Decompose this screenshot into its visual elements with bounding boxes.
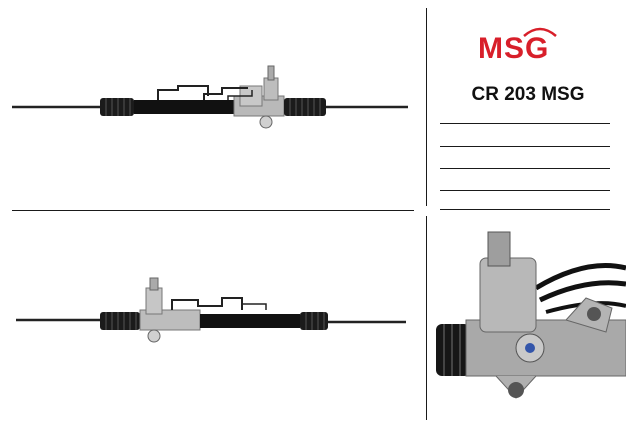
steering-valve-closeup <box>436 228 626 418</box>
spec-line <box>440 123 610 124</box>
horizontal-divider-left <box>12 210 414 211</box>
vertical-divider-bottom <box>426 216 427 420</box>
steering-rack-top-view <box>12 65 408 129</box>
spec-line <box>440 209 610 210</box>
steering-rack-bottom-view <box>16 277 406 343</box>
vertical-divider-top <box>426 8 427 206</box>
part-number: CR 203 MSG <box>471 84 585 105</box>
logo-text: MSG <box>478 32 550 65</box>
spec-line <box>440 168 610 169</box>
spec-line <box>440 190 610 191</box>
spec-line <box>440 146 610 147</box>
msg-logo: MSG <box>478 27 582 70</box>
